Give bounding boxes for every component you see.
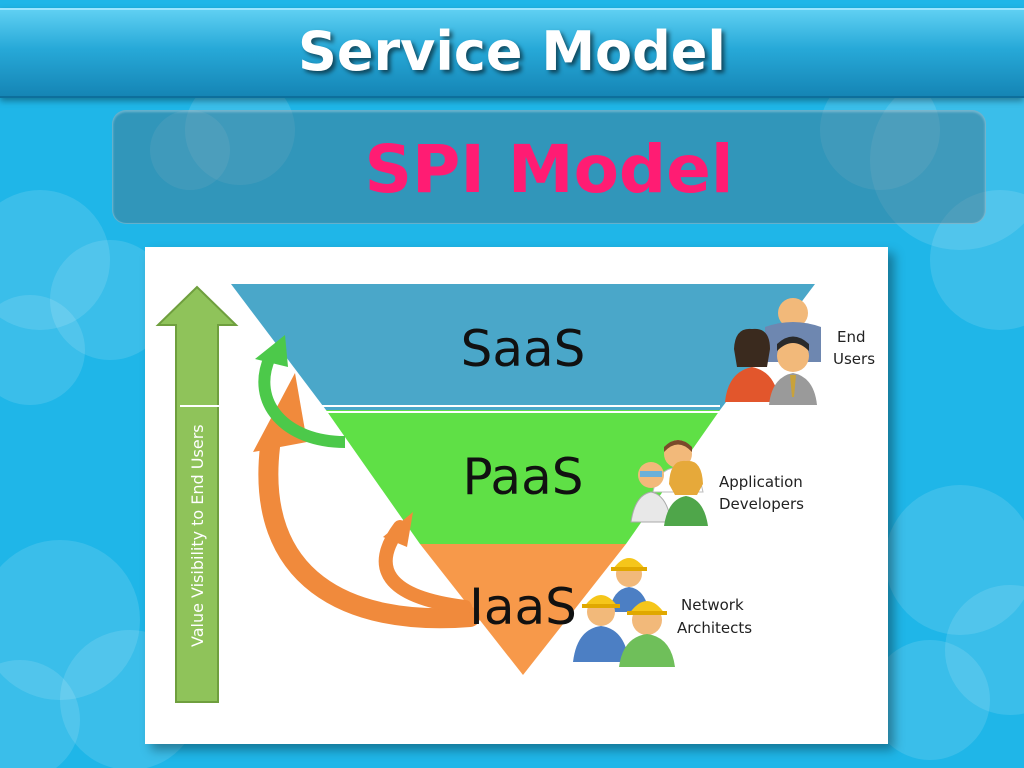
green-arrowhead	[255, 335, 288, 367]
role-label-architects: Architects	[677, 619, 752, 637]
paas-layer	[326, 410, 720, 544]
architects-icon	[573, 558, 675, 667]
layer-label-paas: PaaS	[463, 448, 584, 506]
iaas-layer	[420, 544, 626, 675]
end-users-icon	[725, 298, 821, 405]
subtitle-box: SPI Model	[112, 110, 986, 224]
value-axis-arrow: Value Visibility to End Users	[155, 285, 239, 703]
title-bar: Service Model	[0, 8, 1024, 98]
axis-label: Value Visibility to End Users	[188, 424, 207, 647]
role-label-users: Users	[833, 350, 875, 368]
role-label-end: End	[837, 328, 866, 346]
developers-icon	[630, 440, 708, 526]
green-arrow	[258, 354, 346, 448]
spi-model-diagram: Value Visibility to End Users SaaS PaaS …	[155, 284, 875, 703]
role-label-network: Network	[681, 596, 744, 614]
orange-arrowhead	[383, 512, 413, 547]
layer-label-iaas: IaaS	[469, 578, 577, 636]
role-label-developers: Developers	[719, 495, 804, 513]
saas-layer	[231, 284, 815, 410]
layer-label-saas: SaaS	[461, 320, 586, 378]
diagram-panel: Value Visibility to End Users SaaS PaaS …	[145, 247, 888, 744]
slide-subtitle: SPI Model	[364, 131, 734, 208]
slide-title: Service Model	[298, 20, 726, 83]
role-label-application: Application	[719, 473, 803, 491]
